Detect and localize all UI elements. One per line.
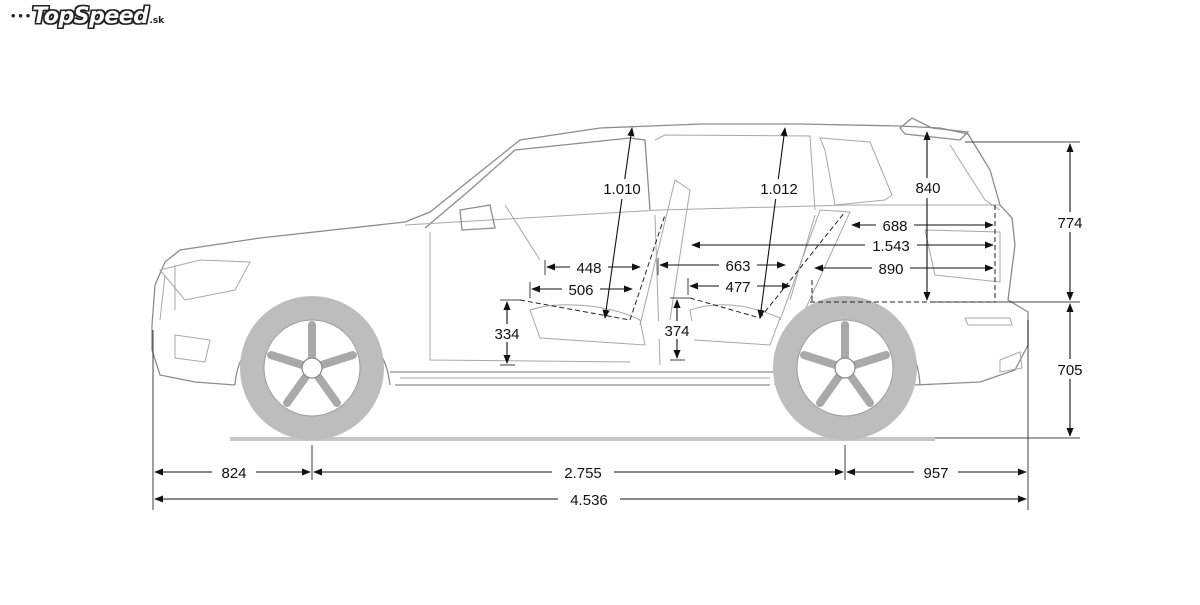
rear-wheel [773,296,917,440]
front-wheel [240,296,384,440]
logo-name: TopSpeed [32,4,149,29]
label-trunk-height: 840 [915,180,940,197]
label-overall-length: 4.536 [570,492,608,509]
logo-dots: ••• [10,11,33,23]
logo-tld: .sk [149,16,165,26]
dimension-labels: 824 2.755 957 4.536 774 705 840 1.010 1.… [212,178,1090,509]
extension-lines [152,141,1080,510]
car-body [151,117,1029,386]
label-front-seat-height: 334 [494,326,519,343]
label-front-overhang: 824 [221,465,246,482]
label-rear-seat-height: 374 [664,323,689,340]
label-front-legroom: 448 [576,260,601,277]
label-front-headroom: 1.010 [603,181,641,198]
label-cargo-1543: 1.543 [872,238,910,255]
topspeed-logo[interactable]: •••TopSpeed.sk [10,4,164,29]
label-front-seat-depth: 506 [568,282,593,299]
label-height-lower: 705 [1057,362,1082,379]
label-rear-seat-depth: 477 [725,279,750,296]
label-height-upper: 774 [1057,215,1082,232]
label-cargo-890: 890 [878,261,903,278]
label-cargo-688: 688 [882,218,907,235]
ground-line [230,437,935,441]
label-rear-overhang: 957 [923,465,948,482]
label-rear-headroom: 1.012 [760,181,798,198]
label-rear-legroom: 663 [725,258,750,275]
label-wheelbase: 2.755 [564,465,602,482]
